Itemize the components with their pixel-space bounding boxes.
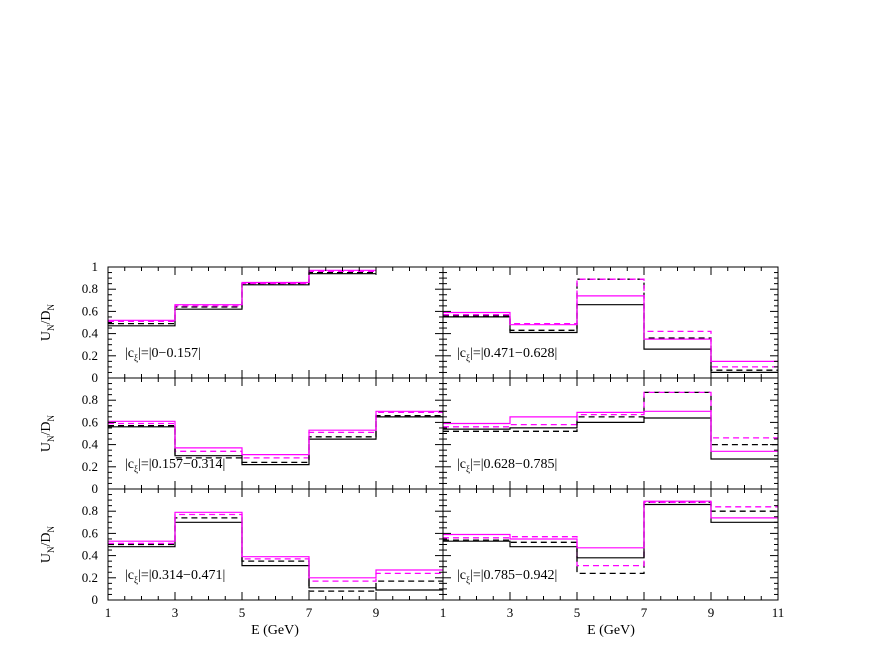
x-tick-label: 11	[772, 605, 785, 620]
x-tick-label: 9	[373, 605, 380, 620]
panel-3: |cξ|=|0.157−0.314|	[108, 410, 443, 474]
bin-label: |cξ|=|0.628−0.785|	[457, 457, 557, 474]
y-tick-label: 0.6	[82, 303, 99, 318]
series-magenta-solid-line	[108, 511, 443, 579]
panels-layer: |cξ|=|0−0.157| |cξ|=|0.471−0.628| |cξ|=|0.…	[108, 269, 778, 592]
y-tick-label: 0.4	[82, 548, 99, 563]
x-tick-label: 5	[239, 605, 246, 620]
y-tick-label: 0.2	[82, 459, 98, 474]
y-tick-label: 0.6	[82, 525, 99, 540]
panel-5: |cξ|=|0.314−0.471|	[108, 511, 443, 592]
bin-label: |cξ|=|0.785−0.942|	[457, 568, 557, 585]
y-tick-label: 0.4	[82, 437, 99, 452]
series-black-solid-line	[443, 503, 778, 559]
axes-layer: 00.20.40.60.81UN/DN00.20.40.60.8UN/DN00.…	[39, 259, 784, 620]
bin-label: |cξ|=|0−0.157|	[125, 346, 201, 363]
series-black-dashed-line	[443, 501, 778, 575]
x-tick-label: 5	[574, 605, 581, 620]
bin-label: |cξ|=|0.314−0.471|	[125, 568, 225, 585]
y-tick-label: 0.8	[82, 392, 98, 407]
x-tick-label: 3	[507, 605, 514, 620]
x-axis-title-left: E (GeV)	[251, 623, 299, 638]
series-magenta-solid-line	[443, 500, 778, 549]
panel-6: |cξ|=|0.785−0.942|	[443, 500, 778, 585]
y-axis-title: UN/DN	[39, 525, 56, 563]
y-axis-title: UN/DN	[39, 414, 56, 452]
x-tick-label: 9	[708, 605, 715, 620]
panel-1: |cξ|=|0−0.157|	[108, 269, 376, 363]
y-tick-label: 1	[92, 259, 99, 274]
y-tick-label: 0.8	[82, 503, 98, 518]
series-black-dashed-line	[108, 415, 443, 464]
series-magenta-solid-line	[108, 410, 443, 456]
series-magenta-solid-line	[443, 295, 778, 362]
y-tick-label: 0.6	[82, 414, 99, 429]
series-black-dashed-line	[443, 391, 778, 446]
y-tick-label: 0	[92, 370, 99, 385]
y-tick-label: 0	[92, 592, 99, 607]
y-tick-label: 0.2	[82, 570, 98, 585]
y-tick-label: 0	[92, 481, 99, 496]
x-axis-title-right: E (GeV)	[587, 623, 635, 638]
x-tick-label: 7	[641, 605, 648, 620]
x-tick-label: 1	[440, 605, 447, 620]
y-tick-label: 0.2	[82, 348, 98, 363]
bin-label: |cξ|=|0.157−0.314|	[125, 457, 225, 474]
series-magenta-dashed-line	[108, 411, 443, 459]
x-tick-label: 3	[172, 605, 179, 620]
y-tick-label: 0.8	[82, 281, 98, 296]
y-tick-label: 0.4	[82, 326, 99, 341]
x-tick-label: 7	[306, 605, 313, 620]
series-magenta-solid-line	[108, 269, 376, 321]
panel-2: |cξ|=|0.471−0.628|	[443, 278, 778, 373]
x-tick-label: 1	[105, 605, 112, 620]
bin-label: |cξ|=|0.471−0.628|	[457, 346, 557, 363]
y-axis-title: UN/DN	[39, 303, 56, 341]
series-magenta-solid-line	[443, 410, 778, 452]
panel-4: |cξ|=|0.628−0.785|	[443, 391, 778, 474]
